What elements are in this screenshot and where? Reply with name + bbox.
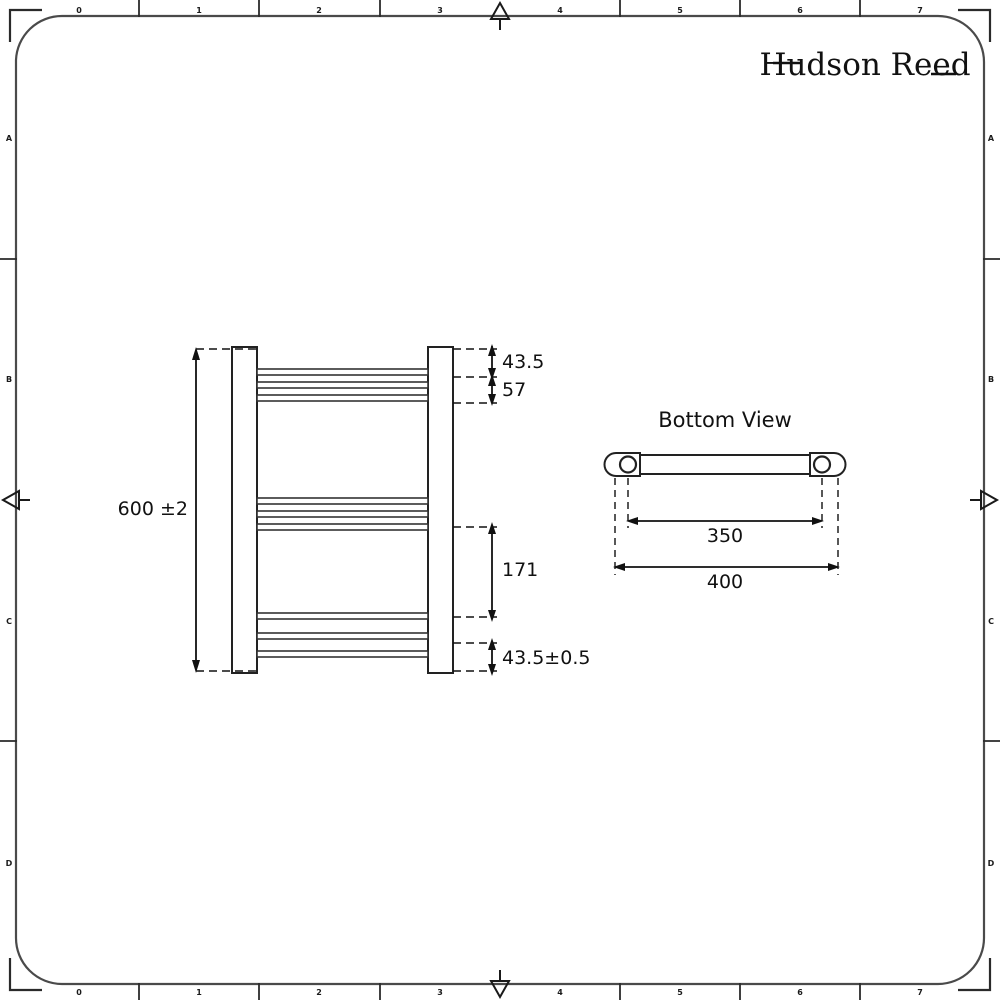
ruler-top-tick-0: 0 (76, 6, 82, 15)
ruler-bottom-tick-7: 7 (917, 988, 923, 997)
ruler-top-labels: 0 1 2 3 4 5 6 7 (76, 6, 923, 15)
bottom-view: Bottom View 350 400 (603, 408, 847, 593)
rail-group-middle (256, 497, 429, 531)
ruler-bottom-tick-3: 3 (437, 988, 443, 997)
arrowhead (828, 563, 840, 571)
ruler-right-letter-c: C (988, 617, 994, 626)
front-view: 600 ±2 43.5 57 171 (118, 344, 590, 676)
radiator-right-post (427, 346, 454, 674)
dimension-top-gap: 43.5 (453, 344, 544, 380)
dimension-top-rail-pitch: 57 (453, 374, 526, 406)
rail (256, 368, 429, 376)
drawing-frame (14, 14, 986, 986)
rail-group-bottom (256, 612, 429, 658)
rail (256, 632, 429, 640)
arrowhead (613, 563, 625, 571)
center-marker-top-icon (489, 0, 511, 30)
arrowhead (488, 664, 496, 676)
ruler-bottom-labels: 0 1 2 3 4 5 6 7 (76, 988, 923, 997)
ruler-top-tick-6: 6 (797, 6, 803, 15)
rail (256, 394, 429, 402)
arrowhead (192, 347, 200, 360)
arrowhead (488, 374, 496, 386)
arrowhead (488, 610, 496, 622)
ruler-right-letter-b: B (988, 375, 994, 384)
ruler-right-letter-a: A (988, 134, 995, 143)
rail (256, 523, 429, 531)
rail (256, 381, 429, 389)
dimension-label-overall-width: 400 (707, 571, 743, 593)
ruler-top-tick-3: 3 (437, 6, 443, 15)
ruler-top-tick-4: 4 (557, 6, 563, 15)
ruler-top (138, 0, 861, 17)
dimension-label-top-gap: 43.5 (502, 351, 544, 373)
ruler-bottom-tick-0: 0 (76, 988, 82, 997)
center-marker-left-icon (0, 489, 30, 511)
dimension-overall-height: 600 ±2 (118, 347, 258, 673)
radiator-left-post (231, 346, 258, 674)
center-marker-right-icon (970, 489, 1000, 511)
center-marker-bottom-icon (489, 970, 511, 1000)
dimension-label-middle-to-lower-rail: 171 (502, 559, 538, 581)
ruler-bottom-tick-5: 5 (677, 988, 683, 997)
bottom-view-right-end-cap (809, 452, 847, 477)
rail (256, 612, 429, 620)
ruler-bottom (138, 983, 861, 1000)
ruler-top-tick-7: 7 (917, 6, 923, 15)
bottom-view-title: Bottom View (658, 408, 792, 432)
ruler-left-letter-c: C (6, 617, 12, 626)
ruler-bottom-tick-4: 4 (557, 988, 563, 997)
arrowhead (626, 517, 638, 525)
bottom-view-bar (631, 454, 819, 475)
ruler-left-labels: A B C D (6, 134, 13, 868)
rail-group-top (256, 368, 429, 402)
ruler-right-letter-d: D (988, 859, 995, 868)
arrowhead (192, 660, 200, 673)
dimension-label-centre-to-centre: 350 (707, 525, 743, 547)
ruler-left (0, 258, 17, 742)
mounting-hole-icon (618, 455, 638, 474)
rail (256, 650, 429, 658)
ruler-top-tick-5: 5 (677, 6, 683, 15)
dimension-middle-to-lower-rail: 171 (453, 522, 538, 622)
ruler-left-letter-b: B (6, 375, 12, 384)
dimension-bottom-gap: 43.5±0.5 (453, 638, 590, 676)
rail (256, 497, 429, 505)
dimension-centre-to-centre: 350 (626, 478, 824, 547)
rail (256, 510, 429, 518)
dimension-label-overall-height: 600 ±2 (118, 498, 188, 520)
ruler-right-labels: A B C D (988, 134, 995, 868)
bottom-view-left-end-cap (603, 452, 641, 477)
arrowhead (488, 638, 496, 650)
ruler-right (983, 258, 1000, 742)
arrowhead (488, 522, 496, 534)
arrowhead (488, 394, 496, 406)
dimension-overall-width: 400 (613, 478, 840, 593)
brand-logo: Hudson Reed (759, 47, 970, 83)
mounting-hole-icon (812, 455, 832, 474)
ruler-bottom-tick-1: 1 (196, 988, 202, 997)
arrowhead (488, 344, 496, 356)
dimension-label-bottom-gap: 43.5±0.5 (502, 647, 590, 669)
ruler-top-tick-1: 1 (196, 6, 202, 15)
arrowhead (812, 517, 824, 525)
brand-logo-text: Hudson Reed (759, 47, 970, 83)
dimension-label-top-rail-pitch: 57 (502, 379, 526, 401)
ruler-left-letter-d: D (6, 859, 13, 868)
ruler-bottom-tick-6: 6 (797, 988, 803, 997)
ruler-left-letter-a: A (6, 134, 13, 143)
ruler-top-tick-2: 2 (316, 6, 322, 15)
corner-brackets (8, 8, 992, 992)
ruler-bottom-tick-2: 2 (316, 988, 322, 997)
